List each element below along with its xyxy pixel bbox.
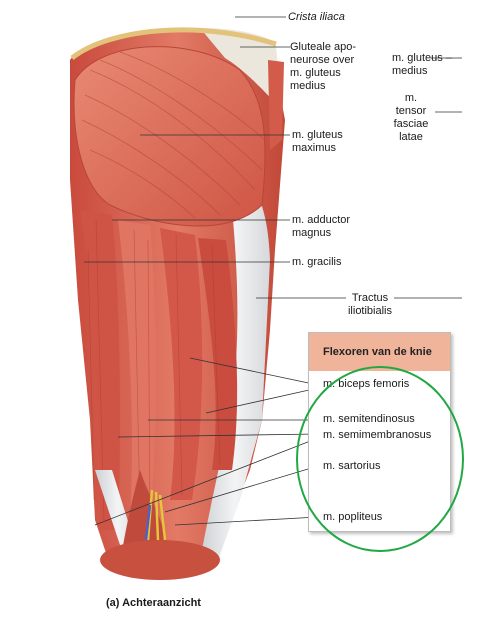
label-adductor-magnus: m. adductor magnus xyxy=(292,214,351,239)
tensor-strip xyxy=(268,60,284,150)
label-gracilis: m. gracilis xyxy=(292,256,342,268)
crista-iliaca-edge xyxy=(70,27,277,60)
legend-header: Flexoren van de knie xyxy=(309,333,450,371)
gluteal-aponeurosis-shape xyxy=(200,28,282,110)
green-highlight-circle xyxy=(296,366,464,552)
vessel-blue xyxy=(144,504,152,541)
label-gluteus-medius: m. gluteus – medius xyxy=(392,52,452,77)
iliotibial-tract-shape xyxy=(200,170,270,560)
label-gluteus-maximus: m. gluteus maximus xyxy=(292,129,343,154)
leader-lines xyxy=(84,16,462,526)
calf-heads xyxy=(100,540,220,580)
label-tractus-iliotibialis: Tractus iliotibialis xyxy=(347,292,393,317)
gluteus-maximus-shape xyxy=(73,46,266,227)
figure-caption: (a) Achteraanzicht xyxy=(106,597,201,609)
label-crista-iliaca: Crista iliaca xyxy=(288,11,345,23)
label-tensor-fasciae-latae: m. tensor fasciae latae xyxy=(393,92,429,143)
legend-title: Flexoren van de knie xyxy=(323,346,432,358)
gluteus-maximus-fibers xyxy=(81,51,266,219)
label-gluteal-aponeurosis: Gluteale apo- neurose over m. gluteus me… xyxy=(290,41,357,92)
